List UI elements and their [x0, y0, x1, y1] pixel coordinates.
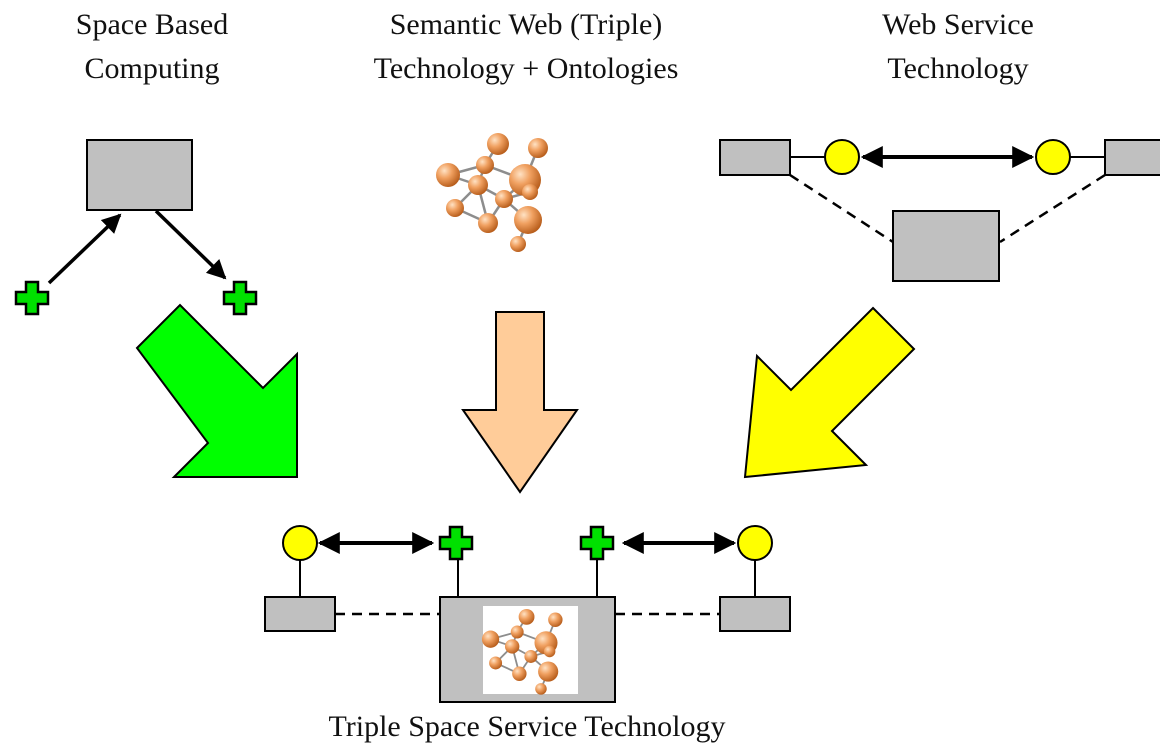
- yellow-circle-icon: [1035, 139, 1071, 175]
- title-semantic-web-line1: Semantic Web (Triple): [390, 8, 663, 41]
- molecule-network-icon: [434, 131, 550, 254]
- green-block-arrow: [135, 303, 298, 478]
- triple-space-diagram: [264, 525, 791, 703]
- title-result: Triple Space Service Technology: [329, 710, 726, 743]
- title-space-based-line2: Computing: [84, 52, 219, 85]
- dashed-link: [789, 173, 894, 244]
- green-plus-icon: [14, 280, 50, 316]
- client-box-left: [264, 596, 336, 632]
- green-plus-icon: [438, 525, 474, 561]
- green-plus-icon: [222, 280, 258, 316]
- title-space-based-line1: Space Based: [76, 8, 228, 41]
- write-arrow: [47, 213, 122, 285]
- client-box-right: [719, 596, 791, 632]
- space-box: [86, 139, 193, 211]
- service-box-left: [719, 139, 791, 176]
- registry-box: [892, 210, 1000, 282]
- yellow-circle-icon: [824, 139, 860, 175]
- web-service-diagram: [719, 139, 1160, 282]
- yellow-circle-icon: [737, 525, 773, 561]
- yellow-block-arrow: [743, 306, 916, 479]
- green-plus-icon: [579, 525, 615, 561]
- yellow-circle-icon: [282, 525, 318, 561]
- title-web-service-line2: Technology: [887, 52, 1028, 85]
- dashed-link: [999, 173, 1106, 244]
- service-box-right: [1104, 139, 1160, 176]
- read-arrow: [154, 209, 227, 280]
- title-semantic-web-line2: Technology + Ontologies: [374, 52, 679, 85]
- space-based-computing-diagram: [14, 139, 258, 316]
- peach-block-arrow: [461, 311, 579, 494]
- title-web-service-line1: Web Service: [882, 8, 1034, 41]
